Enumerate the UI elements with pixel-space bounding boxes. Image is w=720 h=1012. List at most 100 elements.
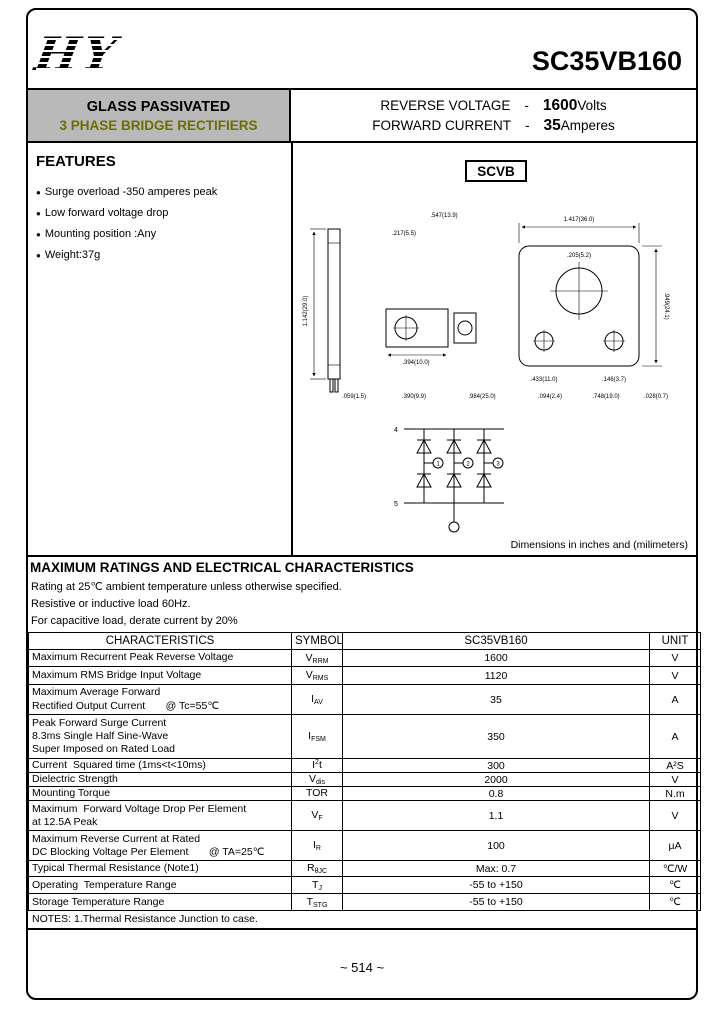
- bullet-icon: ●: [36, 229, 41, 239]
- dim-label: .217(5.5): [392, 231, 416, 237]
- row-unit: V: [649, 666, 701, 685]
- feature-text: Low forward voltage drop: [44, 207, 169, 219]
- row-label: at 12.5A Peak: [32, 815, 98, 828]
- dim-label: .028(0.7): [644, 394, 668, 400]
- forward-current-value: 35: [543, 116, 561, 134]
- reverse-voltage-line: REVERSE VOLTAGE - 1600 Volts: [380, 97, 606, 115]
- row-unit: ℃: [649, 893, 701, 912]
- table-row: Mounting Torque TOR 0.8 N.m: [28, 786, 701, 802]
- row-unit: V: [649, 772, 701, 788]
- table-header-row: CHARACTERISTICS SYMBOL SC35VB160 UNIT: [28, 632, 701, 650]
- forward-current-line: FORWARD CURRENT - 35 Amperes: [372, 117, 615, 135]
- feature-text: Surge overload -350 amperes peak: [44, 186, 218, 198]
- dim-label: .748(19.0): [592, 394, 619, 400]
- row-value: -55 to +150: [342, 893, 650, 912]
- page-number: ~ 514 ~: [339, 960, 385, 975]
- row-unit: A²S: [649, 757, 701, 774]
- row-label: Super Imposed on Rated Load: [32, 743, 176, 756]
- header-box: GLASS PASSIVATED 3 PHASE BRIDGE RECTIFIE…: [28, 88, 696, 143]
- row-label: Rectified Output Current @ Tc=55℃: [32, 699, 220, 712]
- row-label: Storage Temperature Range: [32, 895, 165, 908]
- table-row: Maximum Reverse Current at Rated DC Bloc…: [28, 830, 701, 862]
- table-row: Maximum RMS Bridge Input Voltage VRMS 11…: [28, 666, 701, 685]
- row-unit: V: [649, 800, 701, 832]
- forward-current-label: FORWARD CURRENT: [372, 117, 511, 133]
- row-value: 1.1: [342, 800, 650, 832]
- row-value: 0.8: [342, 786, 650, 802]
- row-label: Peak Forward Surge Current: [32, 716, 167, 729]
- part-number-title: SC35VB160: [531, 46, 682, 76]
- side-profile-view: [327, 228, 341, 393]
- row-label: Maximum Average Forward: [32, 686, 161, 699]
- glass-passivated-label: GLASS PASSIVATED: [86, 98, 231, 115]
- feature-item: ● Weight:37g: [36, 249, 284, 261]
- row-value: -55 to +150: [342, 876, 650, 895]
- dim-label: .394(10.0): [402, 360, 429, 366]
- table-row: Storage Temperature Range TSTG -55 to +1…: [28, 893, 701, 912]
- bullet-icon: ●: [36, 250, 41, 260]
- row-symbol: I2t: [291, 757, 343, 774]
- reverse-voltage-unit: Volts: [577, 97, 607, 113]
- ratings-condition: Resistive or inductive load 60Hz.: [31, 598, 191, 610]
- row-symbol: TOR: [291, 786, 343, 802]
- bridge-rectifiers-label: 3 PHASE BRIDGE RECTIFIERS: [59, 117, 258, 133]
- row-value: 100: [342, 830, 650, 862]
- row-label: Typical Thermal Resistance (Note1): [32, 862, 199, 875]
- phase-terminal-label: 1: [436, 462, 440, 468]
- row-symbol: VRMS: [291, 666, 343, 685]
- top-view: [518, 245, 640, 367]
- row-symbol: TJ: [291, 876, 343, 895]
- dash: -: [524, 97, 529, 113]
- bullet-icon: ●: [36, 208, 41, 218]
- row-symbol: TSTG: [291, 893, 343, 912]
- datasheet-page: HY SC35VB160 GLASS PASSIVATED 3 PHASE BR…: [26, 8, 701, 1000]
- row-symbol: IFSM: [291, 714, 343, 759]
- row-label: 8.3ms Single Half Sine-Wave: [32, 729, 169, 742]
- header-left-cell: GLASS PASSIVATED 3 PHASE BRIDGE RECTIFIE…: [28, 90, 291, 141]
- table-row: Current Squared time (1ms<t<10ms) I2t 30…: [28, 757, 701, 774]
- bullet-icon: ●: [36, 187, 41, 197]
- forward-current-unit: Amperes: [560, 117, 615, 133]
- bridge-circuit-schematic: 1 2 3 4 5: [394, 427, 504, 533]
- reverse-voltage-value: 1600: [542, 96, 578, 114]
- row-symbol: IR: [291, 830, 343, 862]
- row-unit: μA: [649, 830, 701, 862]
- dim-label: .205(5.2): [567, 253, 591, 259]
- row-unit: N.m: [649, 786, 701, 802]
- ratings-condition: Rating at 25℃ ambient temperature unless…: [31, 581, 342, 593]
- row-value: 1120: [342, 666, 650, 685]
- feature-item: ● Low forward voltage drop: [36, 207, 284, 219]
- row-unit: A: [649, 714, 701, 759]
- row-label: Mounting Torque: [32, 787, 111, 800]
- features-title: FEATURES: [36, 153, 116, 170]
- dim-label: .146(3.7): [602, 377, 626, 383]
- table-row: Operating Temperature Range TJ -55 to +1…: [28, 876, 701, 895]
- phase-terminal-label: 2: [466, 462, 470, 468]
- row-label: Maximum Recurrent Peak Reverse Voltage: [32, 651, 234, 664]
- package-name-box: SCVB: [465, 160, 527, 182]
- feature-text: Mounting position :Any: [44, 228, 157, 240]
- vertical-divider: [291, 143, 293, 555]
- notes-line: NOTES: 1.Thermal Resistance Junction to …: [28, 910, 696, 930]
- row-label: Dielectric Strength: [32, 773, 118, 786]
- row-symbol: IAV: [291, 684, 343, 715]
- row-label: Current Squared time (1ms<t<10ms): [32, 759, 206, 771]
- table-row: Maximum Forward Voltage Drop Per Element…: [28, 800, 701, 832]
- brand-logo-stripes: [36, 28, 156, 80]
- features-section: FEATURES ● Surge overload -350 amperes p…: [36, 153, 284, 270]
- row-unit: A: [649, 684, 701, 715]
- row-label: Maximum Forward Voltage Drop Per Element: [32, 802, 247, 815]
- feature-item: ● Surge overload -350 amperes peak: [36, 186, 284, 198]
- features-and-drawing-box: FEATURES ● Surge overload -350 amperes p…: [28, 143, 696, 557]
- feature-text: Weight:37g: [44, 249, 101, 261]
- feature-item: ● Mounting position :Any: [36, 228, 284, 240]
- row-label: DC Blocking Voltage Per Element @ TA=25℃: [32, 845, 265, 858]
- dim-label: .433(11.0): [531, 377, 558, 383]
- phase-terminal-label: 3: [496, 462, 500, 468]
- dim-label: .094(2.4): [538, 394, 562, 400]
- dim-label: 1.417(36.0): [564, 217, 595, 223]
- row-label: Operating Temperature Range: [32, 878, 177, 891]
- dim-label: .390(9.9): [402, 394, 426, 400]
- row-unit: V: [649, 649, 701, 667]
- col-part: SC35VB160: [342, 632, 650, 650]
